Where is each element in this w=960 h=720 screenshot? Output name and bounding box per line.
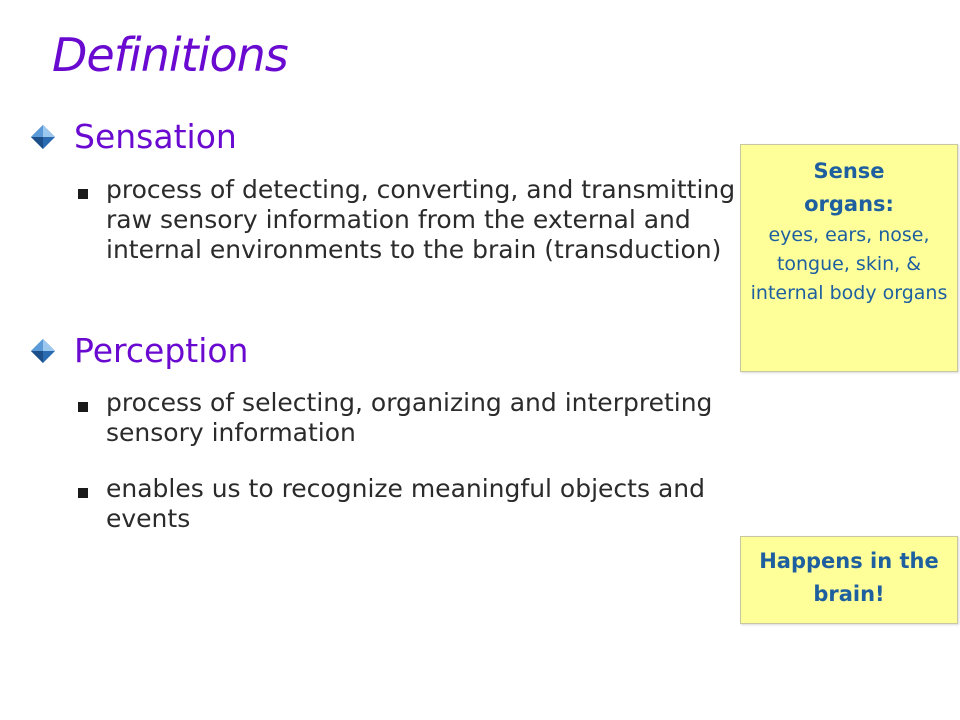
bullet-text: process of selecting, organizing and int… (106, 388, 713, 447)
bullet-perception-definition: process of selecting, organizing and int… (78, 388, 746, 448)
topic-label-sensation: Sensation (74, 117, 237, 156)
square-bullet-icon (78, 488, 88, 498)
slide-title: Definitions (52, 28, 289, 82)
callout-heading: Sense organs: (804, 159, 894, 216)
bullet-sensation-definition: process of detecting, converting, and tr… (78, 175, 746, 265)
diamond-bullet-icon (28, 336, 58, 366)
topic-sensation: Sensation (28, 117, 237, 156)
diamond-bullet-icon (28, 122, 58, 152)
sense-organs-callout: Sense organs: eyes, ears, nose, tongue, … (740, 144, 958, 372)
brain-callout: Happens in the brain! (740, 536, 958, 624)
bullet-text: enables us to recognize meaningful objec… (106, 474, 705, 533)
topic-label-perception: Perception (74, 331, 249, 370)
bullet-text: process of detecting, converting, and tr… (106, 175, 736, 264)
square-bullet-icon (78, 402, 88, 412)
callout-body: eyes, ears, nose, tongue, skin, & intern… (750, 224, 948, 304)
callout-heading: Happens in the brain! (759, 549, 939, 606)
square-bullet-icon (78, 189, 88, 199)
bullet-perception-purpose: enables us to recognize meaningful objec… (78, 474, 746, 534)
topic-perception: Perception (28, 331, 248, 370)
